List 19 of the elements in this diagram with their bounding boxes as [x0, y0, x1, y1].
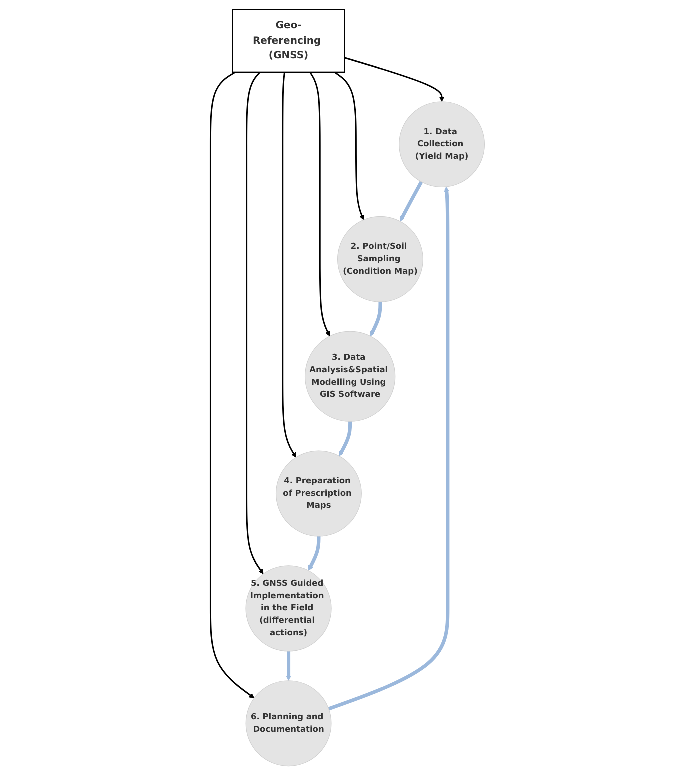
arrow [308, 536, 320, 572]
node-circle: 6. Planning and Documentation [246, 680, 332, 767]
arrow [309, 72, 330, 337]
node-circle: 3. Data Analysis&Spatial Modelling Using GIS Software [304, 331, 396, 422]
arrow [286, 651, 292, 682]
arrow [328, 186, 450, 711]
node-box: Geo-Referencing (GNSS) [232, 9, 346, 74]
arrow [210, 72, 254, 699]
node-circle: 4. Preparation of Prescription Maps [276, 450, 362, 537]
arrow [370, 302, 382, 337]
arrow [282, 72, 296, 458]
arrow [334, 72, 364, 220]
arrow [344, 57, 444, 102]
node-circle: 5. GNSS Guided Implementation in the Field (differential actions) [246, 566, 332, 652]
node-circle: 2. Point/Soil Sampling (Condition Map) [337, 216, 424, 302]
arrow [400, 181, 423, 222]
arrow [246, 72, 264, 574]
node-circle: 1. Data Collection (Yield Map) [398, 102, 485, 188]
arrow [338, 422, 352, 457]
